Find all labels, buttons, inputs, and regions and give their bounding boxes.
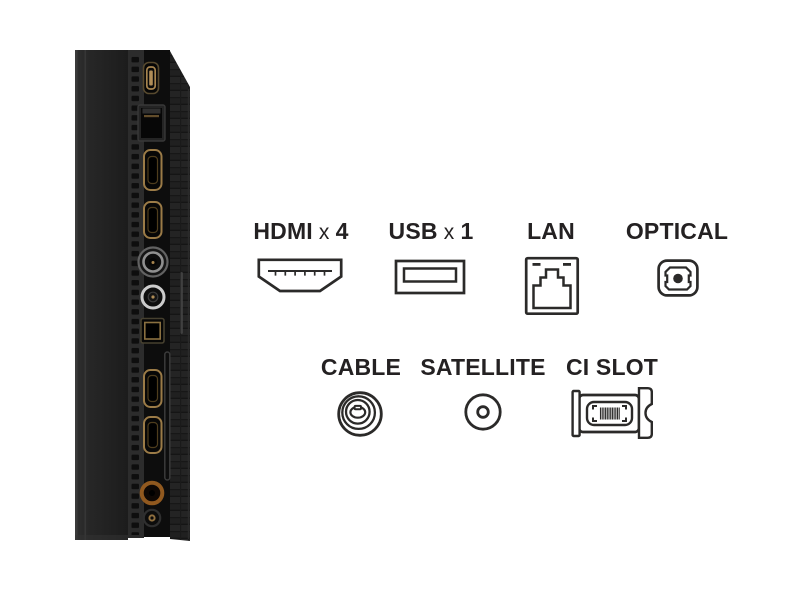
satellite-connector-icon xyxy=(464,393,502,431)
usb-label: USB x 1 xyxy=(388,218,474,244)
tv-side-texture xyxy=(170,51,190,541)
optical-label-name: OPTICAL xyxy=(625,218,729,244)
photo-hdmi-port-2 xyxy=(143,201,163,239)
photo-composite-av-port xyxy=(139,480,165,506)
satellite-label: SATELLITE xyxy=(420,356,545,379)
tv-side-panel-photo xyxy=(75,50,190,541)
photo-satellite-coax-port xyxy=(140,284,166,310)
ci-slot-label-name: CI SLOT xyxy=(565,354,659,380)
cable-label: CABLE xyxy=(321,356,401,379)
hdmi-label-count: 4 xyxy=(335,218,349,244)
photo-headphone-jack xyxy=(142,508,162,528)
photo-lan-port xyxy=(137,104,166,142)
cable-coax-icon xyxy=(337,391,383,437)
satellite-label-name: SATELLITE xyxy=(420,354,546,380)
lan-port-icon xyxy=(524,256,580,316)
ci-slot-icon xyxy=(571,387,653,439)
photo-ci-slot-cover xyxy=(164,351,171,481)
lan-label-name: LAN xyxy=(527,218,575,244)
usb-label-sep: x xyxy=(437,221,461,244)
photo-hdmi-port-1 xyxy=(143,149,163,191)
hdmi-label-name: HDMI xyxy=(253,218,313,244)
photo-usb-port xyxy=(142,61,160,95)
photo-antenna-coax-port xyxy=(137,246,169,278)
usb-label-count: 1 xyxy=(460,218,474,244)
optical-label: OPTICAL xyxy=(626,220,728,243)
photo-hdmi-port-4 xyxy=(143,416,163,454)
cable-label-name: CABLE xyxy=(320,354,402,380)
hdmi-connector-icon xyxy=(257,258,343,293)
optical-audio-icon xyxy=(657,259,699,297)
photo-optical-port xyxy=(140,317,165,344)
ci-slot-label: CI SLOT xyxy=(566,356,658,379)
hdmi-label-sep: x xyxy=(312,221,336,244)
tv-vent-strip xyxy=(128,50,144,538)
hdmi-label: HDMI x 4 xyxy=(253,218,349,244)
lan-label: LAN xyxy=(527,220,575,243)
photo-hdmi-port-3 xyxy=(143,369,163,408)
usb-label-name: USB xyxy=(388,218,438,244)
usb-connector-icon xyxy=(394,259,466,295)
tv-back-panel xyxy=(75,50,128,540)
